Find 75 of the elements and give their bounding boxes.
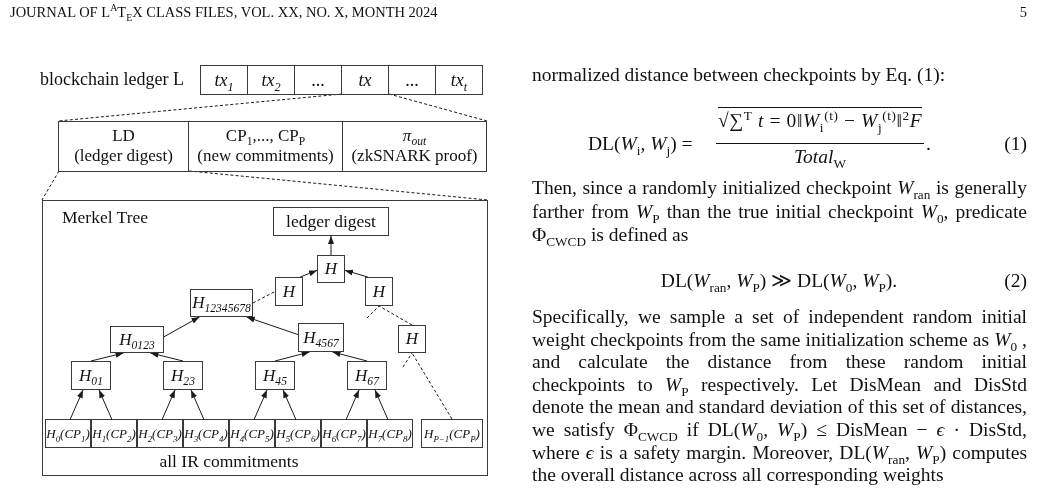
panel-title: Merkel Tree [62, 207, 149, 227]
hash-box: H$_{0123}$ [110, 326, 164, 353]
hash-box: H [398, 325, 426, 353]
ledger-cell: ... [295, 66, 342, 94]
leaf-hash-box: H$_{2}$(CP$_{3}$) [137, 419, 183, 448]
leaf-hash-box: H$_{5}$(CP$_{6}$) [275, 419, 321, 448]
leaf-hash-box: H$_{0}$(CP$_{1}$) [45, 419, 91, 448]
arrow [69, 389, 84, 420]
dashed-line [411, 352, 453, 420]
leaf-hash-box: H$_{7}$(CP$_{8}$) [367, 419, 413, 448]
hash-box: H [317, 255, 345, 283]
dashed-line [366, 305, 380, 319]
row-label: blockchain ledger L [40, 68, 184, 91]
arrow [345, 389, 360, 420]
ledger-cell: ... [389, 66, 436, 94]
hash-box: H$_{4567}$ [298, 323, 344, 352]
dashed-line [252, 291, 276, 304]
arrow [282, 389, 297, 420]
page-number: 5 [1019, 4, 1027, 21]
hash-box: H$_{45}$ [255, 361, 295, 390]
leaf-hash-box: H$_{6}$(CP$_{7}$) [321, 419, 367, 448]
arrow [299, 269, 318, 278]
equation-denominator: Total$_{W}$ [794, 145, 846, 168]
arrow [344, 269, 369, 278]
field-caption: (ledger digest) [74, 146, 173, 166]
equation: DL(W$_{ran}$, W$_{P}$) ≫ DL(W$_{0}$, W$_{P}$). [660, 269, 898, 292]
field-caption: (zkSNARK proof) [351, 146, 478, 166]
arrow [253, 389, 268, 420]
transaction-record [58, 121, 487, 172]
hash-box: H$_{67}$ [347, 361, 387, 390]
body-text: normalized distance between checkpoints by Eq. (1): [532, 63, 946, 86]
ledger-cell: tx$_{1}$ [201, 66, 248, 94]
digest-box: ledger digest [273, 207, 389, 236]
hash-box: H$_{23}$ [163, 361, 203, 390]
dashed-line [402, 352, 413, 368]
hash-box: H$_{01}$ [71, 361, 111, 390]
leaf-hash-box: H$_{4}$(CP$_{5}$) [229, 419, 275, 448]
ledger-cell: tx$_{2}$ [248, 66, 295, 94]
dashed-line [388, 93, 488, 122]
field-title: CP$_{1}$,..., CP$_{P}$ [225, 126, 306, 146]
leaf-hash-box: H$_{3}$(CP$_{4}$) [183, 419, 229, 448]
running-header: JOURNAL OF L$^{A}$T$_{E}$X CLASS FILES, VOL. XX, NO. X, MONTH 2024 [10, 4, 438, 21]
dashed-line [188, 170, 489, 201]
ledger-cell: tx$_{t}$ [436, 66, 482, 94]
dashed-line [57, 93, 343, 122]
field-title: π$_{out}$ [402, 126, 427, 146]
leaf-hash-box: H$_{P−1}$(CP$_{P}$) [421, 419, 483, 448]
arrow [163, 316, 200, 338]
dashed-line [41, 170, 60, 201]
field-caption: (new commitments) [197, 146, 334, 166]
hash-box: H [365, 277, 393, 306]
field-title: LD [112, 126, 135, 146]
merkle-tree-panel [42, 200, 488, 476]
paragraph: Then, since a randomly initialized checkpoint W$_{ran}$ is generally farther from W$_{P}$ than the true initial checkpoint W$_{0}$, predicate Φ$_{CWCD}$ is defined as [532, 176, 1027, 247]
ledger-strip [200, 65, 483, 95]
arrow [190, 389, 205, 420]
arrow [374, 389, 389, 420]
hash-box: H$_{12345678}$ [190, 289, 253, 317]
ledger-cell: tx [342, 66, 389, 94]
arrow [161, 389, 176, 420]
equation-number: (1) [1004, 132, 1027, 155]
arrow [246, 316, 299, 336]
arrow [328, 235, 334, 256]
hash-box: H [275, 277, 303, 306]
arrow [332, 351, 368, 362]
paragraph: Specifically, we sample a set of independent random initial weight checkpoints from the same initialization scheme as W$_{0}$ , and calculate the distance from these random initial checkpoints to W$_{P}$ respectively. Let DisMean and DisStd denote the mean and standard deviation of this set of distances, we satisfy Φ$_{CWCD}$ if DL(W$_{0}$, W$_{P}$) ≤ DisMean − ϵ · DisStd, where ϵ is a safety margin. Moreover, DL(W$_{ran}$, W$_{P}$) computes the overall distance across all corresponding weights [532, 306, 1027, 487]
arrow [98, 389, 113, 420]
panel-caption: all IR commitments [159, 451, 299, 471]
arrow [274, 351, 310, 362]
leaf-hash-box: H$_{1}$(CP$_{2}$) [91, 419, 137, 448]
equation-period: . [926, 132, 931, 155]
equation-number: (2) [1004, 269, 1027, 292]
arrow [150, 352, 184, 362]
dashed-line [378, 305, 413, 326]
arrow [90, 352, 124, 362]
